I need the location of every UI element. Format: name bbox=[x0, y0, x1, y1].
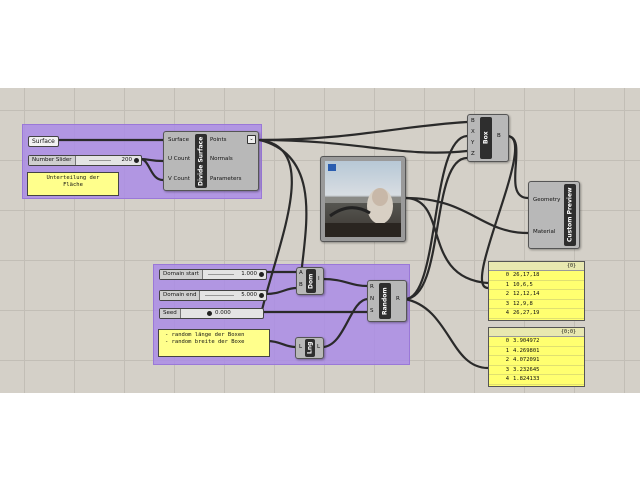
wire-dom-random bbox=[320, 277, 370, 288]
seed-knob-icon[interactable] bbox=[207, 311, 212, 316]
note-line: Fläche bbox=[63, 182, 83, 188]
input-v-count[interactable]: V Count bbox=[168, 176, 190, 182]
input-x[interactable]: X bbox=[471, 129, 475, 135]
box-title: Box bbox=[480, 117, 492, 159]
dom-title: Dom bbox=[306, 269, 316, 293]
slider-track[interactable] bbox=[89, 160, 111, 161]
wire-image-preview bbox=[403, 196, 530, 235]
wire-points-random bbox=[258, 138, 293, 312]
input-s[interactable]: S bbox=[370, 308, 374, 314]
output-normals[interactable]: Normals bbox=[210, 156, 233, 162]
input-y[interactable]: Y bbox=[471, 140, 475, 146]
number-slider[interactable]: Number Slider 200 bbox=[28, 155, 142, 166]
note-line: Unterteilung der bbox=[46, 175, 100, 181]
output-r[interactable]: R bbox=[396, 296, 400, 302]
expand-icon[interactable]: ⌄ bbox=[247, 135, 256, 144]
output-i[interactable]: I bbox=[318, 276, 320, 282]
note-line: - random breite der Boxe bbox=[165, 339, 245, 345]
lng-title: Lng bbox=[305, 339, 315, 357]
wire-random-box1 bbox=[403, 134, 469, 301]
input-surface[interactable]: Surface bbox=[168, 137, 189, 143]
panel-path-header: {0;0} bbox=[489, 328, 584, 337]
output-b[interactable]: B bbox=[497, 133, 501, 139]
slider-track[interactable] bbox=[208, 274, 234, 275]
input-u-count[interactable]: U Count bbox=[168, 156, 191, 162]
domain-start-label: Domain start bbox=[160, 270, 203, 279]
seed-slider[interactable]: Seed 0.000 bbox=[159, 308, 264, 319]
seed-value: 0.000 bbox=[215, 310, 231, 316]
input-geometry[interactable]: Geometry bbox=[533, 197, 561, 203]
note-panel-random[interactable]: - random länge der Boxen - random breite… bbox=[158, 329, 270, 357]
domain-end-value: 5.000 bbox=[241, 292, 257, 298]
output-points[interactable]: Points bbox=[210, 137, 227, 143]
construct-domain-component[interactable]: A B Dom I bbox=[296, 267, 324, 295]
divide-surface-title: Divide Surface bbox=[195, 134, 207, 188]
number-slider-value: 200 bbox=[121, 157, 133, 163]
note-panel-subdivision[interactable]: Unterteilung der Fläche bbox=[27, 172, 119, 196]
grasshopper-canvas[interactable]: Surface Number Slider 200 Unterteilung d… bbox=[0, 88, 640, 393]
wire-end-dom bbox=[263, 286, 299, 296]
domain-start-slider[interactable]: Domain start 1.000 bbox=[159, 269, 267, 280]
domain-end-label: Domain end bbox=[160, 291, 201, 300]
custom-preview-title: Custom Preview bbox=[564, 184, 576, 246]
seed-label: Seed bbox=[160, 309, 181, 318]
box-component[interactable]: B X Y Z Box B bbox=[467, 114, 509, 162]
wires-layer bbox=[56, 120, 530, 370]
input-n[interactable]: N bbox=[370, 296, 375, 302]
wire-random-panel2 bbox=[403, 297, 490, 370]
input-z[interactable]: Z bbox=[471, 151, 475, 157]
input-l[interactable]: L bbox=[299, 344, 303, 350]
wire-slider-vcount bbox=[138, 157, 165, 182]
note-line: - random länge der Boxen bbox=[165, 332, 245, 338]
input-b[interactable]: B bbox=[471, 118, 475, 124]
input-a[interactable]: A bbox=[299, 270, 303, 276]
wire-points-box2 bbox=[258, 138, 469, 154]
output-parameters[interactable]: Parameters bbox=[210, 176, 242, 182]
wire-image-panel1 bbox=[403, 196, 490, 285]
image-preview-icon bbox=[325, 161, 401, 237]
wire-note-lng bbox=[266, 339, 297, 349]
image-sampler-component[interactable] bbox=[320, 156, 406, 242]
slider-knob-icon[interactable] bbox=[259, 293, 264, 298]
wire-random-box2 bbox=[403, 156, 469, 301]
slider-knob-icon[interactable] bbox=[134, 158, 139, 163]
random-title: Random bbox=[379, 283, 391, 319]
random-component[interactable]: R N S Random R bbox=[367, 280, 407, 322]
domain-end-slider[interactable]: Domain end 5.000 bbox=[159, 290, 267, 301]
domain-start-value: 1.000 bbox=[241, 271, 257, 277]
slider-knob-icon[interactable] bbox=[259, 272, 264, 277]
slider-track[interactable] bbox=[205, 295, 234, 296]
input-b[interactable]: B bbox=[299, 282, 303, 288]
custom-preview-component[interactable]: Geometry Material Custom Preview bbox=[528, 181, 580, 249]
wire-lng-random bbox=[320, 297, 370, 349]
list-length-component[interactable]: L Lng L bbox=[295, 337, 324, 359]
wire-box-geometry bbox=[505, 134, 530, 200]
input-material[interactable]: Material bbox=[533, 229, 556, 235]
panel-path-header: {0} bbox=[489, 262, 584, 271]
divide-surface-component[interactable]: Surface U Count V Count Divide Surface P… bbox=[163, 131, 259, 191]
output-l[interactable]: L bbox=[317, 344, 321, 350]
surface-param[interactable]: Surface bbox=[28, 136, 59, 147]
number-slider-label: Number Slider bbox=[29, 156, 76, 165]
wire-points-box1 bbox=[258, 120, 469, 142]
input-r[interactable]: R bbox=[370, 284, 374, 290]
